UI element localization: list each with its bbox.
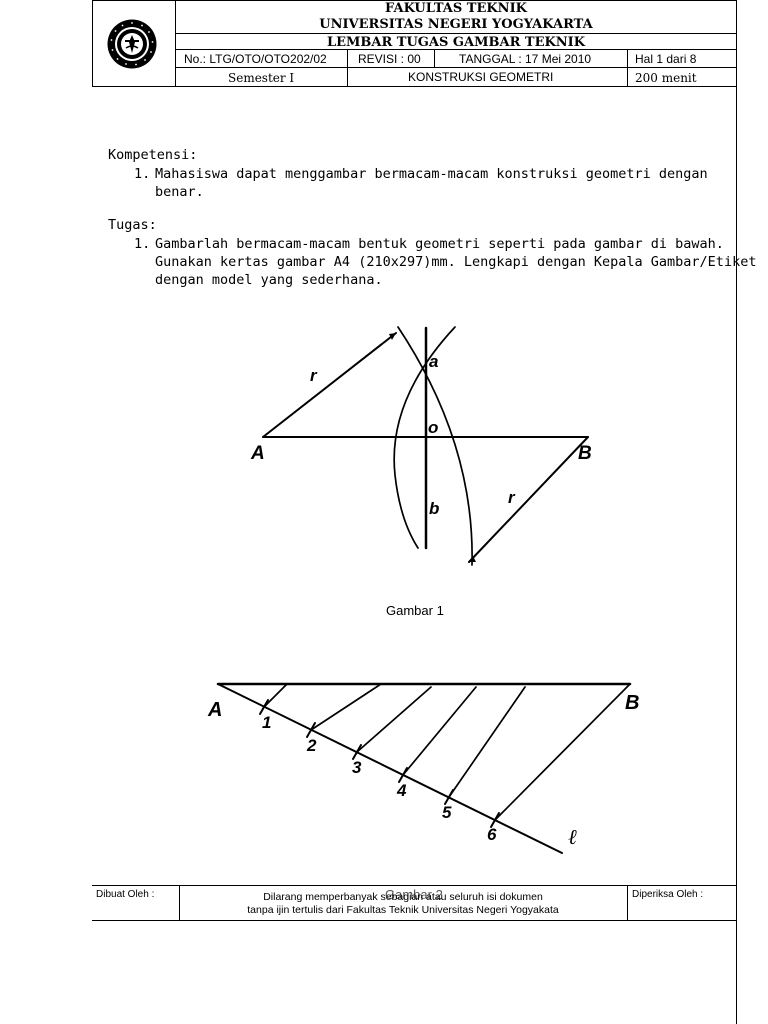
figure-1-caption: Gambar 1 <box>386 603 444 618</box>
copyright-notice-line: Dilarang memperbanyak sebagian atau selu… <box>263 891 543 903</box>
auxiliary-line-l <box>217 683 563 854</box>
figure-2-label-b: B <box>625 692 640 714</box>
tick-mark <box>490 812 500 828</box>
figure-2-tick-label: 1 <box>262 713 272 732</box>
figure-2-tick-label: 2 <box>307 736 317 755</box>
document-number: No.: LTG/OTO/OTO202/02 <box>184 52 327 66</box>
figure-2-label-a: A <box>208 699 223 721</box>
parallel-line <box>402 686 477 776</box>
figure-1-label-o: o <box>428 418 439 437</box>
parallel-line <box>448 686 526 798</box>
arc-from-a <box>397 326 473 566</box>
created-by-label: Dibuat Oleh : <box>96 889 155 900</box>
figure-2-tick-label: 6 <box>487 825 497 844</box>
tick-mark <box>444 789 454 805</box>
parallel-line <box>356 686 432 753</box>
kompetensi-heading: Kompetensi: <box>108 147 198 163</box>
university-title: UNIVERSITAS NEGERI YOGYAKARTA <box>319 17 593 32</box>
page-indicator: Hal 1 dari 8 <box>635 52 697 66</box>
radius-line-a <box>262 332 397 438</box>
document-date: TANGGAL : 17 Mei 2010 <box>459 52 592 66</box>
tick-mark <box>259 699 269 715</box>
radius-line-b <box>468 436 589 563</box>
parallel-line <box>263 683 288 708</box>
revision-number: REVISI : 00 <box>358 52 421 66</box>
list-number: 1. <box>134 236 151 252</box>
parallel-line <box>494 683 631 821</box>
figure-1-label-r-left: r <box>310 366 317 385</box>
arc-from-b <box>393 326 456 549</box>
figure-2-tick-label: 4 <box>397 781 407 800</box>
list-item: benar. <box>155 184 204 200</box>
figure-1-label-a-point: A <box>251 443 265 464</box>
figure-2-label-l: ℓ <box>568 825 577 849</box>
duration: 200 menit <box>635 71 697 85</box>
figure-1-label-a-intersection: a <box>429 352 439 371</box>
copyright-notice: Dilarang memperbanyak sebagian atau selu… <box>180 891 626 917</box>
figure-2-tick-label: 3 <box>352 758 362 777</box>
semester: Semester I <box>228 71 295 85</box>
tick-mark <box>306 722 316 738</box>
faculty-title: FAKULTAS TEKNIK <box>385 1 527 16</box>
list-item: dengan model yang sederhana. <box>155 272 383 288</box>
tugas-heading: Tugas: <box>108 217 157 233</box>
topic: KONSTRUKSI GEOMETRI <box>408 70 554 84</box>
tick-mark <box>352 744 362 760</box>
figure-1-label-r-right: r <box>508 488 515 507</box>
figure-2-caption: Gambar 2 <box>385 887 443 902</box>
tick-mark <box>398 767 408 783</box>
figure-1-label-b-intersection: b <box>429 499 440 518</box>
checked-by-label: Diperiksa Oleh : <box>632 889 704 900</box>
figure-1-label-b-point: B <box>578 443 592 464</box>
list-item: Gunakan kertas gambar A4 (210x297)mm. Le… <box>155 254 757 270</box>
parallel-line <box>310 683 382 731</box>
list-number: 1. <box>134 166 151 182</box>
university-seal-icon <box>107 19 157 69</box>
copyright-notice-line: tanpa ijin tertulis dari Fakultas Teknik… <box>247 904 559 916</box>
list-item: Gambarlah bermacam-macam bentuk geometri… <box>155 236 724 252</box>
list-item: Mahasiswa dapat menggambar bermacam-maca… <box>155 166 708 182</box>
figure-2-tick-label: 5 <box>442 803 452 822</box>
sheet-title: LEMBAR TUGAS GAMBAR TEKNIK <box>326 35 586 50</box>
